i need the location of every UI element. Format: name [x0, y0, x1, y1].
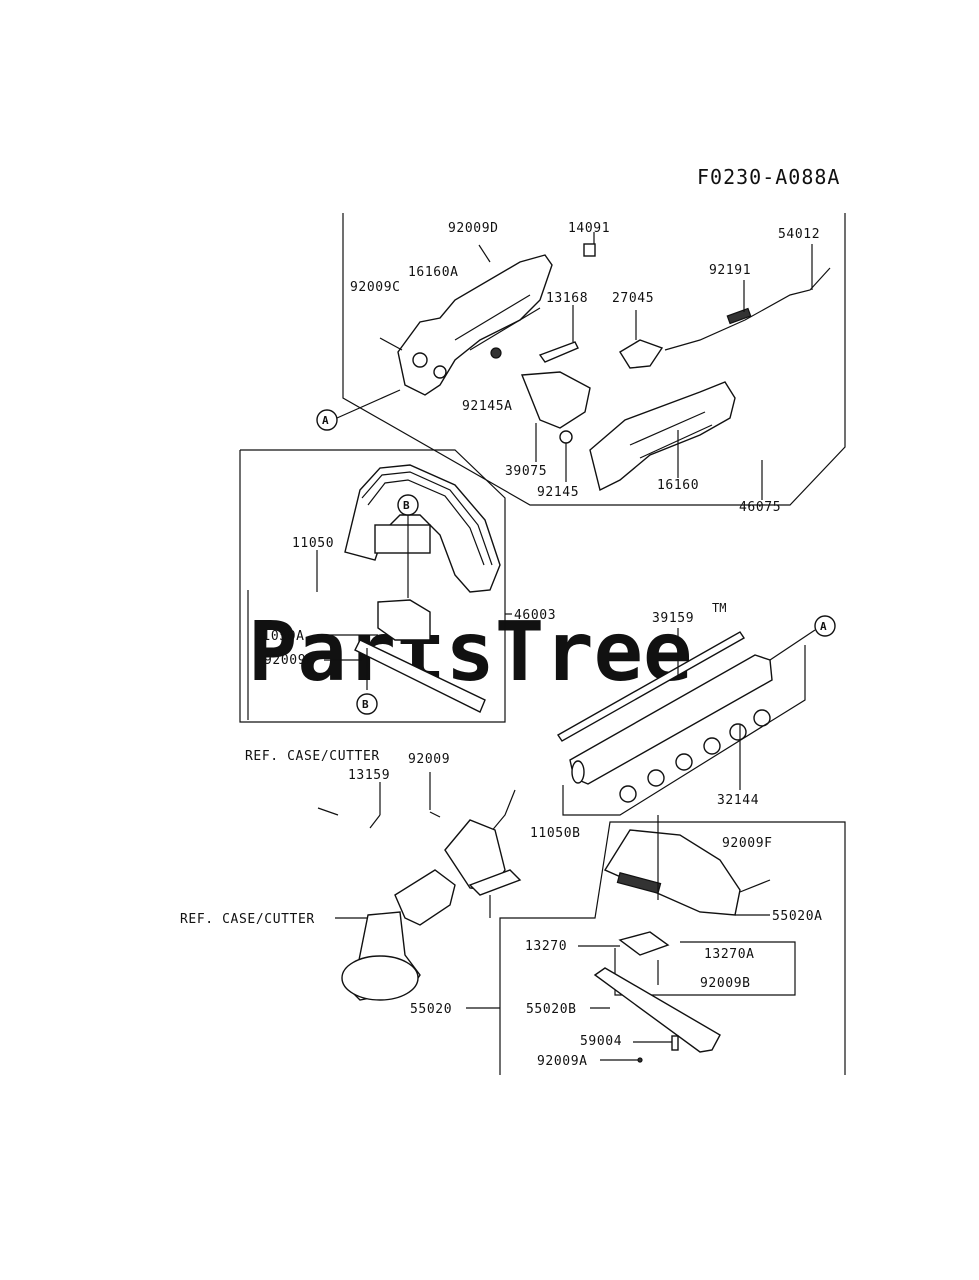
screw-92009D	[478, 244, 491, 263]
callout-b-bottom	[356, 693, 378, 715]
part-labels: 92009D 14091 54012 16160A 92191 92009C 1…	[180, 221, 823, 1069]
adjuster-92191	[726, 307, 752, 325]
screw-92009F	[739, 879, 771, 893]
label-11050: 11050	[292, 536, 334, 551]
trigger-13168	[538, 341, 579, 363]
housing-16160	[589, 381, 736, 492]
label-11050A: 11050A	[254, 629, 305, 644]
drive-shaft-39159	[556, 631, 746, 742]
screw-92009A	[637, 1057, 643, 1063]
washer-59004	[671, 1035, 679, 1051]
bolt-ref	[317, 807, 339, 816]
spring-92145A	[490, 347, 502, 359]
cable-54012	[664, 267, 831, 351]
svg-text:B: B	[403, 499, 410, 512]
bracket-32144	[562, 645, 806, 816]
label-11050B: 11050B	[530, 826, 581, 841]
watermark-trademark: TM	[712, 601, 726, 615]
shaft-assembly-group: A	[556, 615, 836, 816]
housing-16160A	[397, 254, 553, 396]
handle-inset: B B	[239, 449, 512, 723]
label-46003: 46003	[514, 608, 556, 623]
label-16160A: 16160A	[408, 265, 459, 280]
label-39075: 39075	[505, 464, 547, 479]
label-14091: 14091	[568, 221, 610, 236]
handle-clamp	[374, 524, 431, 554]
label-55020B: 55020B	[526, 1002, 577, 1017]
bushings-32144	[619, 709, 771, 803]
callout-a-right	[814, 615, 836, 637]
label-13270: 13270	[525, 939, 567, 954]
diagram-code: F0230-A088A	[697, 165, 840, 189]
plate-13270A	[618, 931, 670, 956]
svg-text:A: A	[820, 620, 827, 633]
svg-text:A: A	[322, 414, 329, 427]
loop-handle-11050	[344, 464, 501, 593]
svg-text:B: B	[362, 698, 369, 711]
inset-frame	[239, 449, 506, 723]
label-92191: 92191	[709, 263, 751, 278]
label-92145A: 92145A	[462, 399, 513, 414]
label-32144: 32144	[717, 793, 759, 808]
clamp-11050A	[377, 599, 431, 641]
screw-92009C	[379, 337, 403, 351]
label-92009A: 92009A	[537, 1054, 588, 1069]
label-92009B: 92009B	[700, 976, 751, 991]
callout-a-left	[316, 409, 338, 431]
label-46075: 46075	[739, 500, 781, 515]
guard-parts-group	[499, 815, 846, 1075]
collar-13159	[369, 814, 381, 829]
label-92009: 92009	[408, 752, 450, 767]
blade-55020B	[593, 967, 721, 1053]
bracket-11050B	[444, 819, 506, 891]
label-92145: 92145	[537, 485, 579, 500]
label-59004: 59004	[580, 1034, 622, 1049]
label-92009C: 92009C	[350, 280, 401, 295]
handle-assembly-group: A	[316, 213, 846, 506]
lever-39075	[520, 371, 591, 429]
label-92009F: 92009F	[722, 836, 773, 851]
label-13270A: 13270A	[704, 947, 755, 962]
gear-case	[394, 869, 456, 926]
label-13159: 13159	[348, 768, 390, 783]
guard-cover-55020A	[603, 829, 741, 916]
label-ref-case-cutter-top: REF. CASE/CUTTER	[245, 749, 380, 764]
label-92009D: 92009D	[448, 221, 499, 236]
label-55020: 55020	[410, 1002, 452, 1017]
label-39159: 39159	[652, 611, 694, 626]
assembly-bracket-46075	[342, 213, 846, 506]
watermark: PartsTree	[248, 605, 692, 700]
label-55020A: 55020A	[772, 909, 823, 924]
label-ref-case-cutter-left: REF. CASE/CUTTER	[180, 912, 315, 927]
label-13168: 13168	[546, 291, 588, 306]
spring-92145	[559, 430, 573, 444]
screw-92009	[429, 811, 441, 818]
label-16160: 16160	[657, 478, 699, 493]
lock-27045	[619, 339, 664, 369]
label-92009E: 92009E	[264, 653, 315, 668]
label-27045: 27045	[612, 291, 654, 306]
label-54012: 54012	[778, 227, 820, 242]
gear-case-group	[317, 772, 522, 1009]
clip-14091	[583, 243, 596, 257]
bracket-55020	[499, 821, 846, 1075]
